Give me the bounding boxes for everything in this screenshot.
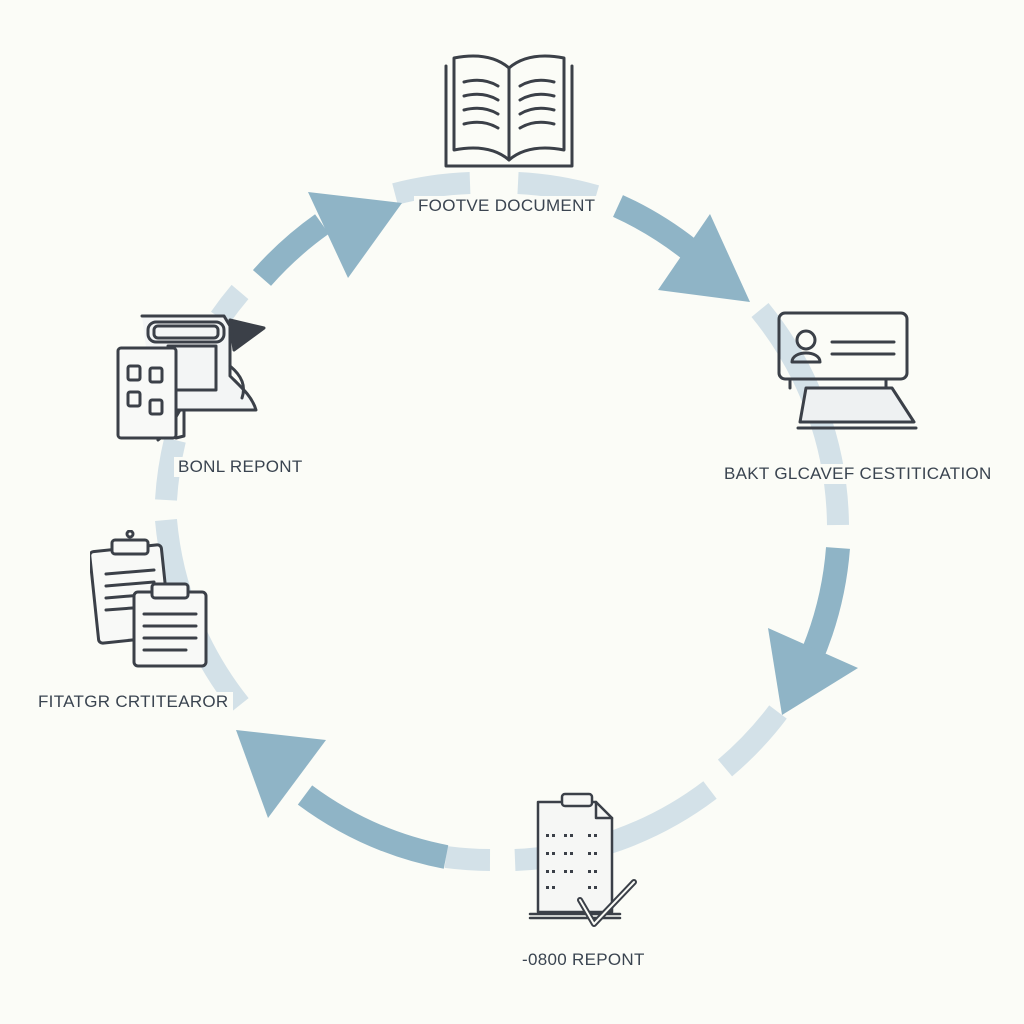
ring-segment — [155, 437, 186, 501]
scanner-device-icon — [112, 306, 272, 451]
arrowhead — [658, 214, 750, 302]
node-label-right: BAKT GLCAVEF CESTITICATION — [720, 464, 996, 484]
arrow-shaft — [252, 214, 330, 287]
arrowhead — [768, 628, 858, 715]
arrow-shaft — [297, 785, 449, 869]
ring-segment — [717, 705, 787, 777]
checklist-clipboard-icon — [526, 790, 638, 945]
open-book-icon — [440, 50, 578, 179]
ring-segment — [444, 846, 491, 871]
arrowhead — [236, 730, 326, 818]
arrow-shaft — [798, 546, 850, 665]
ring-segment — [517, 172, 600, 207]
id-card-stand-icon — [776, 310, 920, 437]
node-label-left-upper: BONL REPONT — [174, 457, 307, 477]
ring-segment — [392, 172, 471, 205]
arrow-shaft — [612, 195, 698, 260]
node-label-bottom: -0800 REPONT — [518, 950, 649, 970]
clipboards-icon — [88, 529, 212, 677]
node-label-top: FOOTVE DOCUMENT — [414, 196, 600, 216]
node-label-left-lower: FITATGR CRTITEAROR — [34, 692, 233, 712]
arrowhead — [308, 192, 402, 278]
